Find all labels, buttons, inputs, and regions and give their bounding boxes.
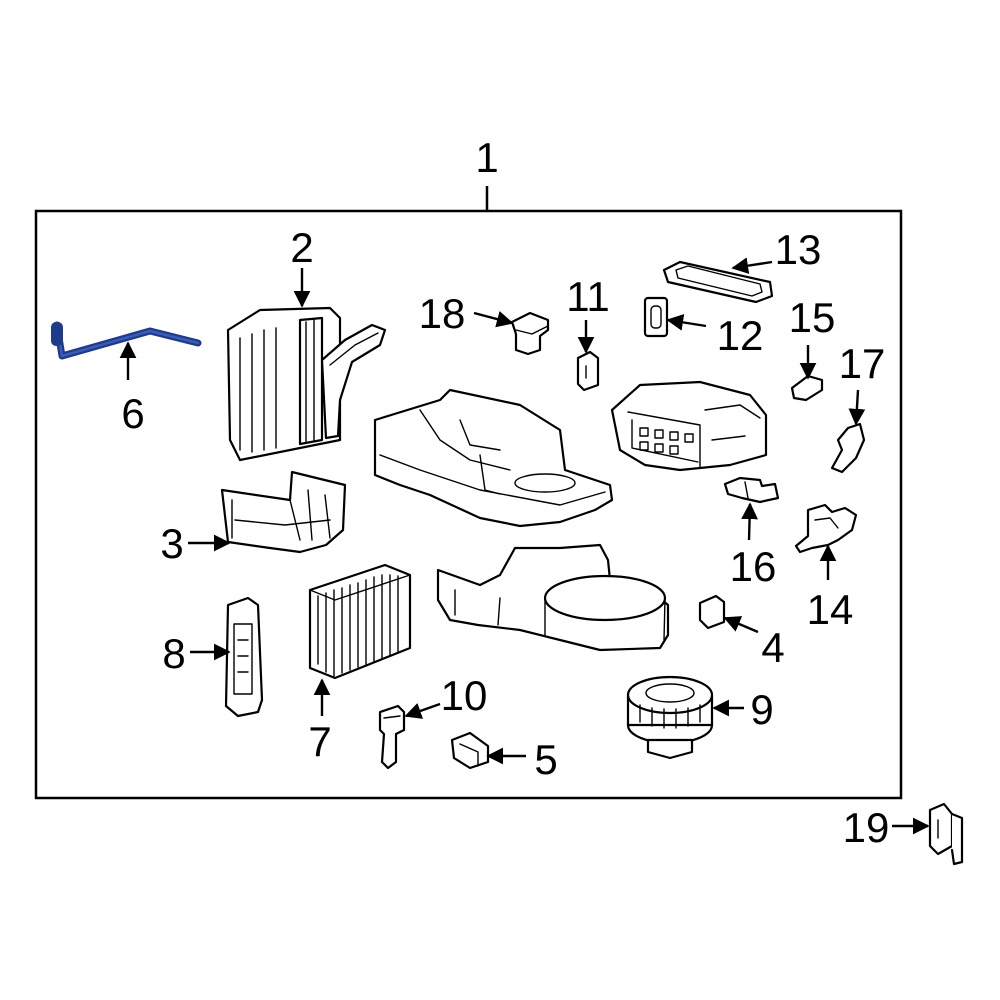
callout-17[interactable]: 17 bbox=[839, 340, 886, 387]
callout-4-arrow bbox=[723, 616, 759, 634]
part-upper-case bbox=[373, 388, 614, 528]
part-3-case-bracket[interactable] bbox=[220, 470, 347, 554]
part-17-bracket[interactable] bbox=[830, 422, 866, 474]
callout-19[interactable]: 19 bbox=[843, 804, 890, 851]
part-2-evaporator-core[interactable] bbox=[226, 306, 387, 462]
part-4-resistor[interactable] bbox=[698, 594, 726, 630]
part-9-blower-motor[interactable] bbox=[626, 675, 714, 760]
part-lower-case bbox=[436, 543, 670, 652]
callout-17-arrow bbox=[848, 389, 866, 426]
part-12-grommet[interactable] bbox=[643, 296, 669, 338]
callout-4[interactable]: 4 bbox=[761, 624, 784, 671]
part-13-seal[interactable] bbox=[662, 260, 774, 304]
callout-10-arrow bbox=[404, 702, 441, 719]
callout-16-arrow bbox=[741, 502, 758, 541]
callout-13-arrow bbox=[731, 257, 773, 275]
callout-5[interactable]: 5 bbox=[534, 736, 557, 783]
callout-8[interactable]: 8 bbox=[162, 630, 185, 677]
callout-9[interactable]: 9 bbox=[750, 686, 773, 733]
part-15-clip[interactable] bbox=[790, 374, 824, 402]
callout-11[interactable]: 11 bbox=[566, 273, 610, 320]
callout-15[interactable]: 15 bbox=[789, 294, 836, 341]
part-19-sensor[interactable] bbox=[928, 802, 964, 866]
callout-16[interactable]: 16 bbox=[730, 543, 777, 590]
part-16-connector[interactable] bbox=[723, 476, 780, 504]
callout-18-arrow bbox=[473, 311, 514, 328]
part-5-switch[interactable] bbox=[450, 731, 490, 770]
callout-14[interactable]: 14 bbox=[807, 586, 854, 633]
callout-1[interactable]: 1 bbox=[475, 134, 498, 181]
part-heater-core bbox=[610, 380, 768, 472]
part-18-sensor[interactable] bbox=[510, 311, 550, 356]
part-8-door-actuator[interactable] bbox=[224, 596, 264, 718]
part-6-heater-tube[interactable] bbox=[51, 321, 202, 360]
assembly-frame bbox=[34, 209, 903, 800]
callout-13[interactable]: 13 bbox=[775, 226, 822, 273]
callout-10[interactable]: 10 bbox=[441, 672, 488, 719]
part-11-clip[interactable] bbox=[576, 350, 600, 392]
callout-6[interactable]: 6 bbox=[121, 390, 144, 437]
callout-7[interactable]: 7 bbox=[308, 718, 331, 765]
callout-12[interactable]: 12 bbox=[717, 312, 764, 359]
part-14-actuator-motor[interactable] bbox=[794, 503, 858, 554]
callout-2[interactable]: 2 bbox=[290, 224, 313, 271]
part-7-cabin-filter[interactable] bbox=[308, 563, 412, 680]
callout-12-arrow bbox=[666, 314, 707, 331]
callout-18[interactable]: 18 bbox=[419, 290, 466, 337]
part-10-sensor[interactable] bbox=[378, 704, 406, 770]
callout-3[interactable]: 3 bbox=[160, 520, 183, 567]
